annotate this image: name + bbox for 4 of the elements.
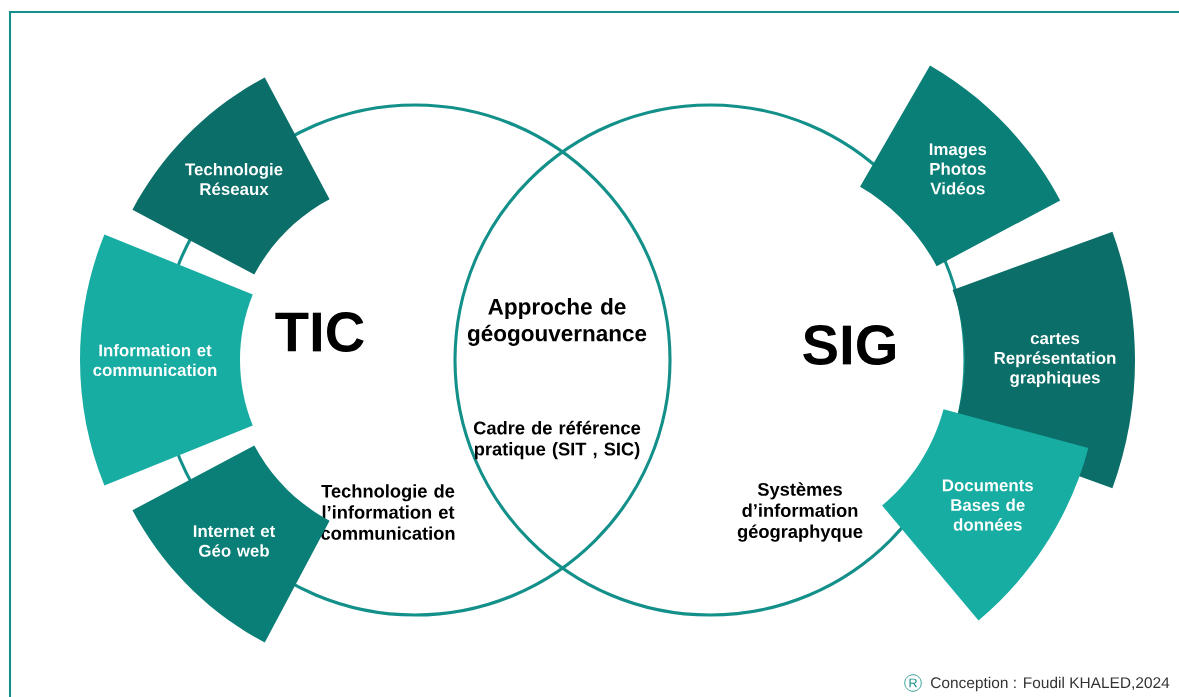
body-text: Cadre de référence pratique (SIT , SIC) bbox=[473, 420, 641, 460]
circled-letter: R bbox=[904, 674, 922, 692]
title-text: Approche de géogouvernance bbox=[467, 298, 647, 346]
credit-text: Conception : Foudil KHALED,2024 bbox=[931, 676, 1170, 692]
